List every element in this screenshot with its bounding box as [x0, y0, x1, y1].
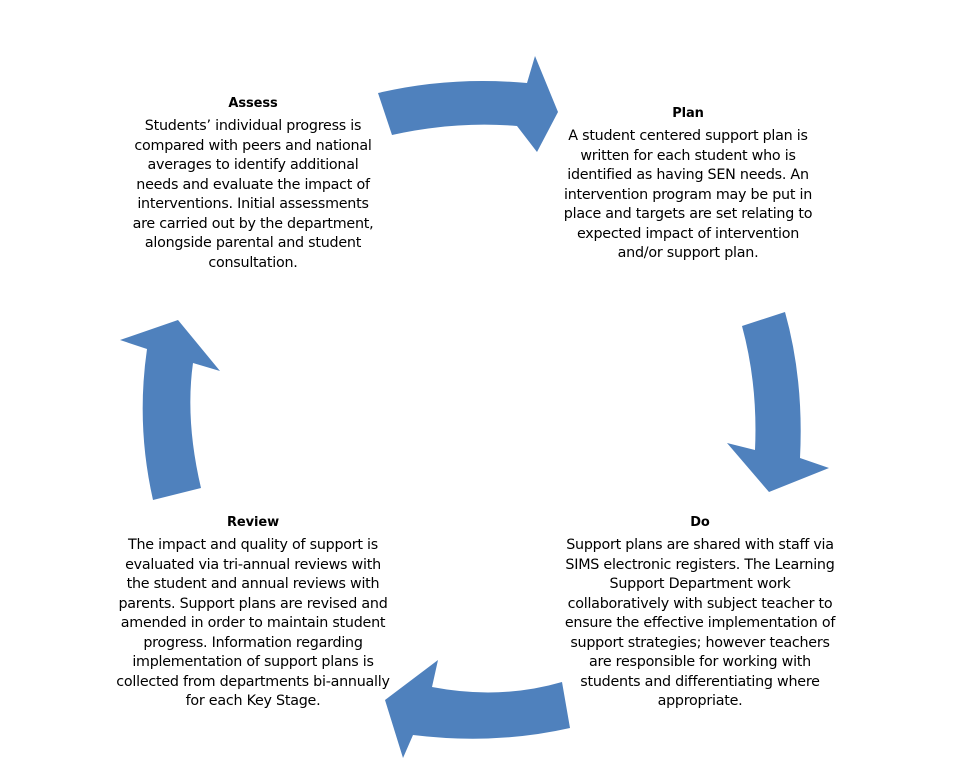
stage-description: A student centered support plan is writt…: [563, 128, 813, 261]
stage-plan: Plan A student centered support plan is …: [553, 104, 823, 264]
arrow-review-to-assess: [120, 320, 220, 500]
stage-title: Do: [690, 515, 710, 530]
stage-assess: Assess Students’ individual progress is …: [128, 94, 378, 273]
stage-title: Review: [227, 515, 279, 530]
arrow-assess-to-plan: [378, 56, 558, 152]
stage-description: Students’ individual progress is compare…: [132, 118, 374, 271]
stage-title: Assess: [228, 96, 278, 111]
arrow-plan-to-do: [727, 312, 829, 492]
stage-title: Plan: [672, 106, 704, 121]
stage-description: Support plans are shared with staff via …: [564, 537, 836, 709]
stage-do: Do Support plans are shared with staff v…: [560, 513, 840, 712]
stage-review: Review The impact and quality of support…: [113, 513, 393, 712]
arrow-do-to-review: [385, 660, 570, 758]
stage-description: The impact and quality of support is eva…: [116, 537, 390, 709]
